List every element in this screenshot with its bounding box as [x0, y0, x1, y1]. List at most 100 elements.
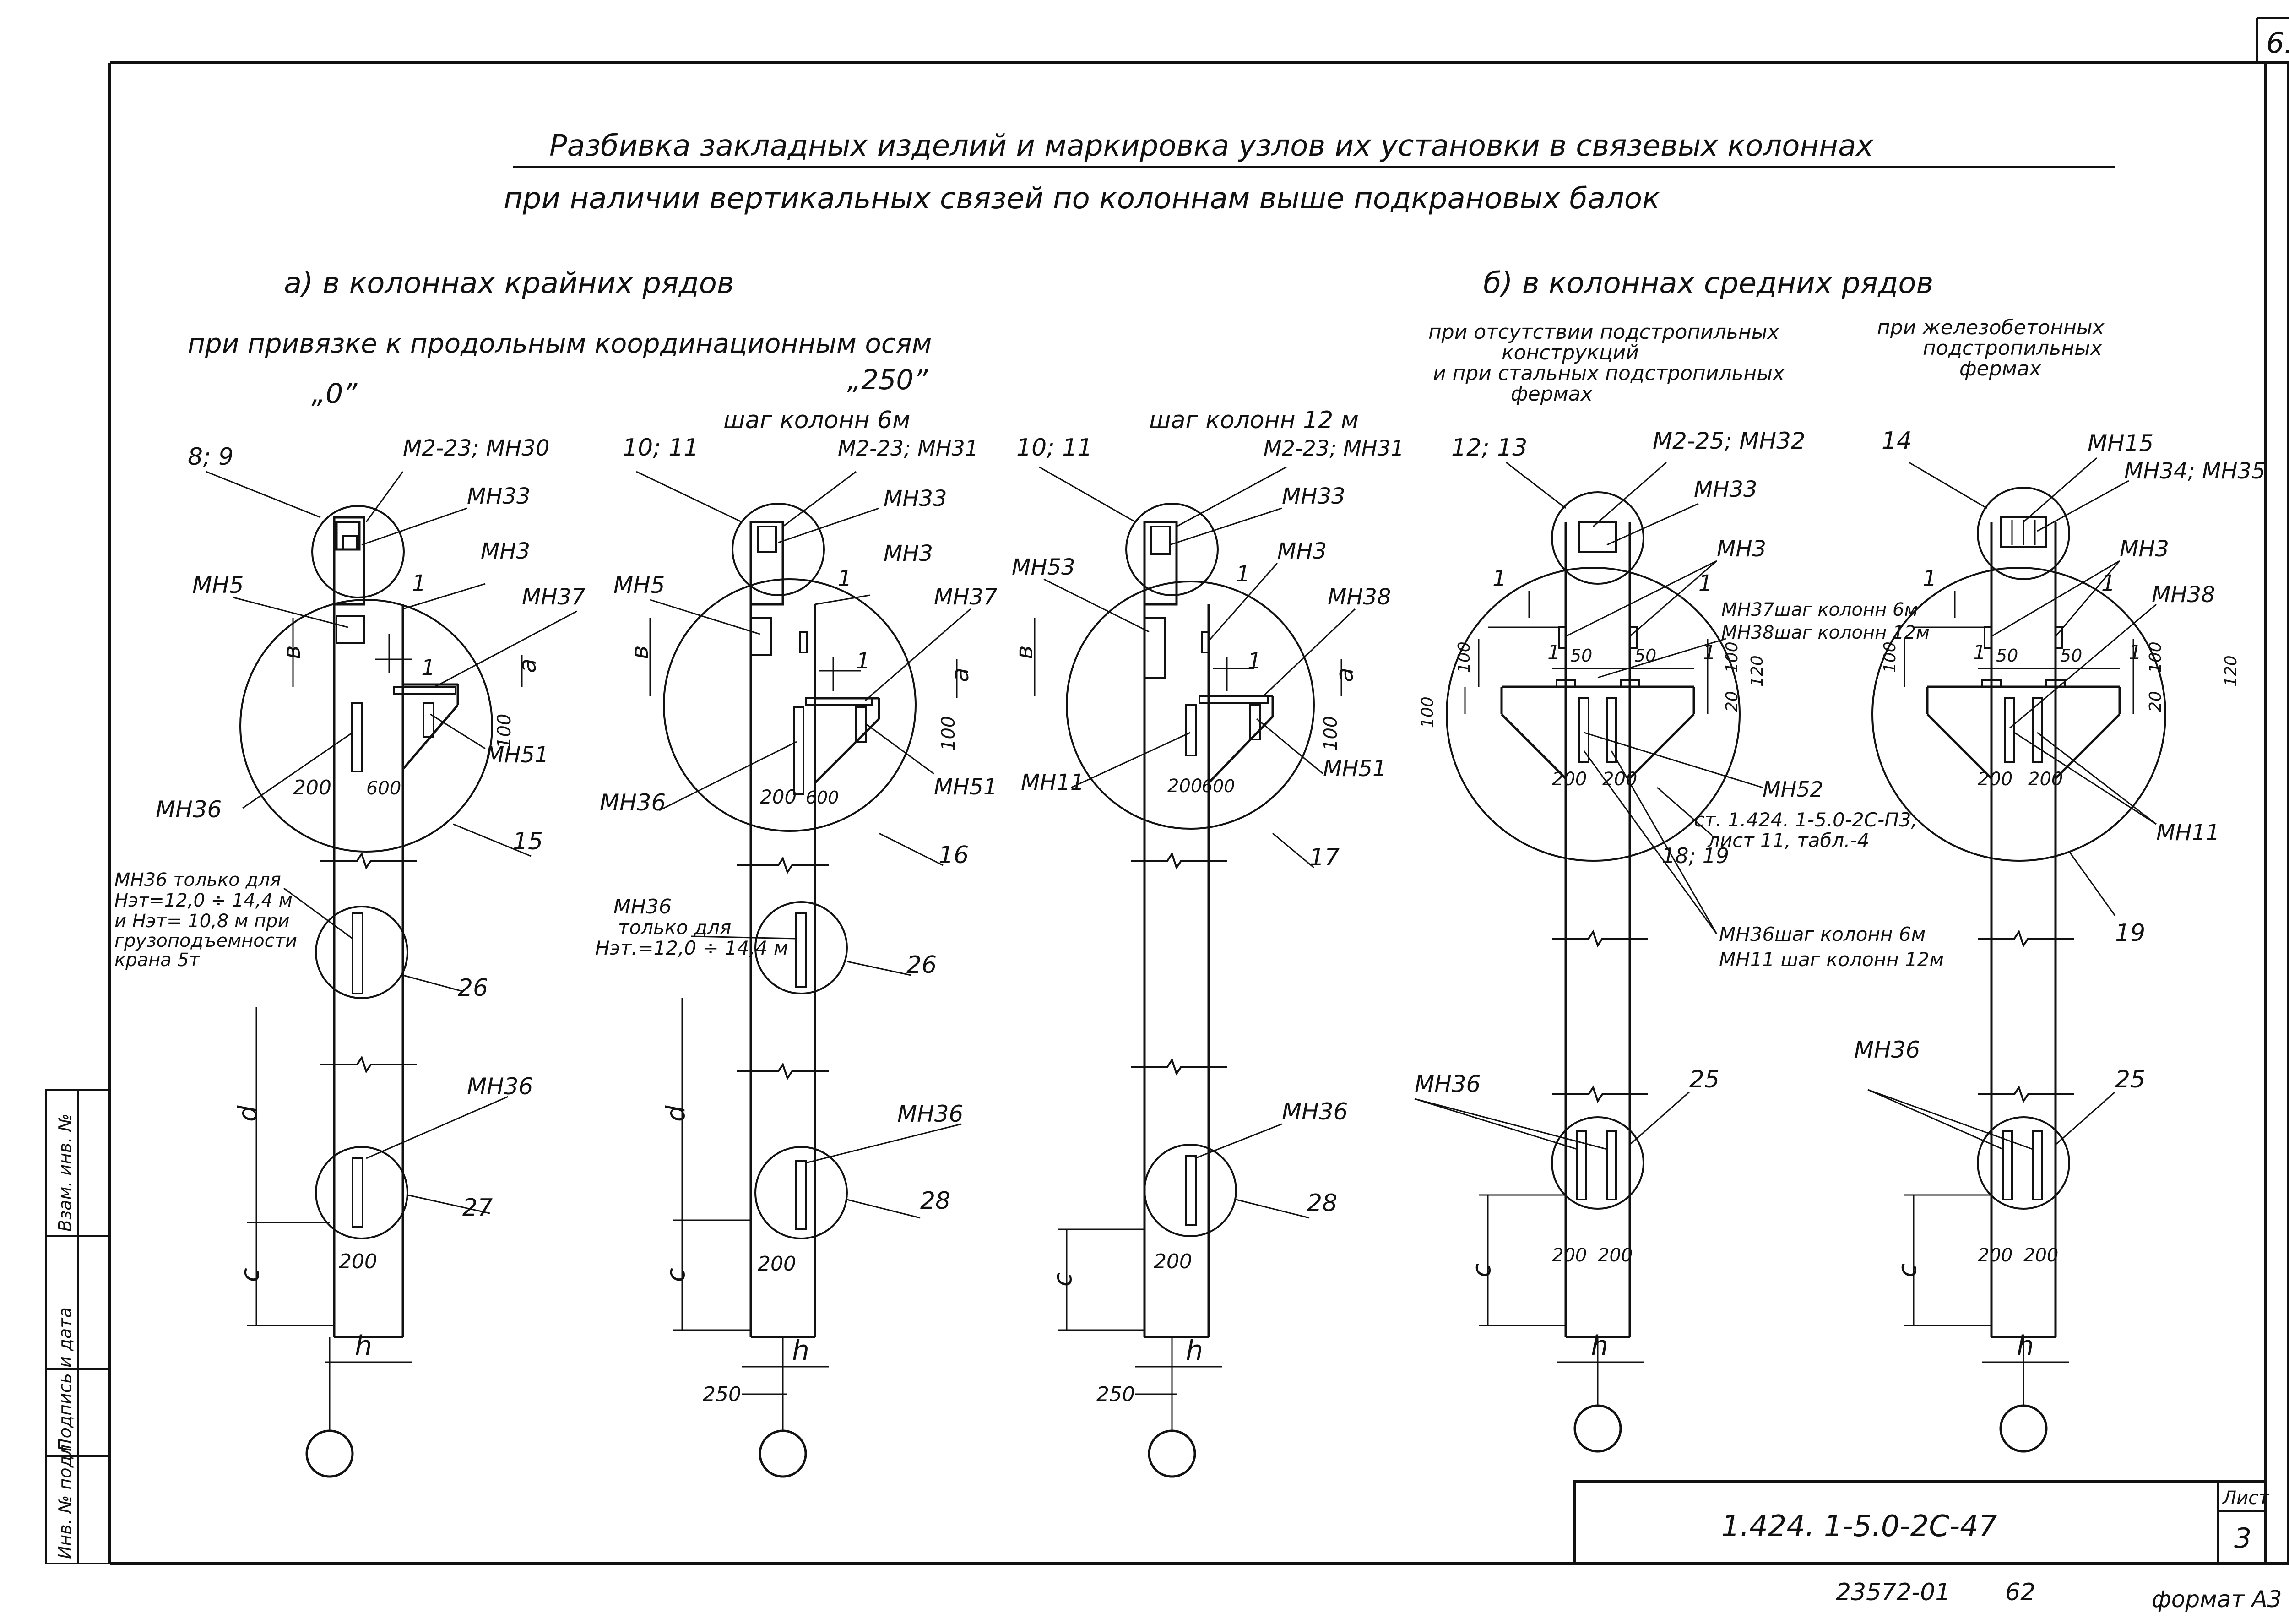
col5-mark-top: МН15 [2088, 430, 2153, 456]
col2-note-1: МН36 [613, 895, 672, 918]
col5-dim-200c: 200 [1978, 1245, 2012, 1266]
col3-dim-c: с [1048, 1272, 1078, 1287]
col5-one-c: 1 [1973, 641, 1986, 664]
col3-dim-200a: 200 [1167, 776, 1202, 797]
col1-dim-600: 600 [366, 778, 401, 799]
col2-dim-h: h [792, 1335, 809, 1367]
col4-mn36-low: МН36 [1415, 1071, 1481, 1097]
col4-node-25: 25 [1689, 1066, 1719, 1093]
col5-dim-20: 20 [2146, 691, 2165, 712]
column-2 [636, 471, 971, 1478]
col2-note-3: Нэт.=12,0 ÷ 14,4 м [595, 937, 788, 959]
col1-dim-200a: 200 [293, 776, 331, 799]
col4-ref-1: ст. 1.424. 1-5.0-2С-П3, [1694, 809, 1917, 831]
col4-dim-200d: 200 [1598, 1245, 1633, 1266]
section-b-sub-left-4: фермах [1511, 382, 1593, 406]
col4-one-d: 1 [1703, 641, 1716, 664]
stamp-podpis: Подпись и дата [55, 1307, 75, 1451]
title-line-2: при наличии вертикальных связей по колон… [504, 182, 1660, 216]
col4-one-b: 1 [1698, 570, 1713, 596]
col2-dim-a: а [947, 668, 974, 682]
col2-mn37: МН37 [934, 584, 998, 610]
section-b-sub-left-3: и при стальных подстропильных [1433, 362, 1785, 385]
col1-mn36: МН36 [156, 796, 222, 823]
col5-node-25: 25 [2115, 1066, 2145, 1093]
col4-dim-200a: 200 [1552, 769, 1587, 790]
col4-mn36-6: МН36шаг колонн 6м [1719, 923, 1926, 945]
section-b-sub-right-3: фермах [1959, 357, 2042, 380]
col2-dim-200a: 200 [760, 786, 797, 808]
col1-one-b: 1 [421, 655, 435, 681]
col2-dim-600: 600 [806, 788, 839, 808]
col5-one-b: 1 [2101, 570, 2115, 596]
col1-mn3: МН3 [481, 538, 530, 564]
col5-dim-200a: 200 [1978, 769, 2012, 790]
col1-mn37: МН37 [522, 584, 586, 610]
col5-dim-100a: 100 [1881, 641, 1899, 673]
col2-mn36: МН36 [600, 789, 666, 816]
col4-dim-100a: 100 [1455, 641, 1474, 673]
list-label: Лист [2222, 1488, 2270, 1509]
col2-node-top: 10; 11 [623, 434, 699, 462]
col1-dim-v: в [278, 645, 306, 659]
section-b-sub-right-1: при железобетонных [1877, 316, 2105, 339]
page-corner-number: 61 [2266, 26, 2289, 60]
title-block [1573, 1480, 2267, 1565]
col1-dim-d: d [233, 1105, 263, 1122]
col3-dim-a: а [1331, 668, 1359, 682]
col2-dim-v: в [626, 645, 654, 659]
section-b-sub-left-1: при отсутствии подстропильных [1428, 320, 1779, 344]
col5-dim-h: h [2017, 1330, 2034, 1362]
col5-mark-2: МН34; МН35 [2124, 458, 2266, 484]
section-a-heading: а) в колоннах крайних рядов [284, 266, 734, 300]
col5-dim-50b: 50 [2060, 646, 2082, 666]
col3-dim-v: в [1011, 645, 1038, 659]
col5-node-19: 19 [2115, 919, 2145, 947]
col1-dim-c: с [235, 1268, 265, 1282]
col4-mn33: МН33 [1694, 477, 1757, 502]
col1-note-4: грузоподъемности [114, 930, 297, 951]
column-4 [1414, 462, 1763, 1453]
col1-dim-200b: 200 [339, 1250, 377, 1273]
col2-mn36-low: МН36 [897, 1101, 963, 1127]
col2-dim-c: с [661, 1268, 691, 1282]
col2-dim-d: d [661, 1105, 691, 1122]
col1-dim-a: а [514, 658, 542, 673]
col1-note-2: Нэт=12,0 ÷ 14,4 м [114, 890, 293, 911]
col5-node-top: 14 [1882, 427, 1912, 455]
col3-mn36-low: МН36 [1282, 1098, 1348, 1125]
col3-dim-h: h [1186, 1335, 1203, 1367]
col4-dim-50b: 50 [1634, 646, 1656, 666]
col3-mn38: МН38 [1328, 584, 1391, 610]
col4-mn3: МН3 [1717, 536, 1766, 562]
col1-one: 1 [412, 570, 426, 596]
col4-dim-200b: 200 [1602, 769, 1637, 790]
col4-one-a: 1 [1492, 566, 1507, 592]
col5-one-a: 1 [1923, 566, 1937, 592]
col5-one-d: 1 [2129, 641, 2142, 664]
col4-dim-100b: 100 [1418, 696, 1437, 728]
col4-mn37: МН37шаг колонн 6м [1721, 599, 1918, 620]
col2-node-26: 26 [906, 951, 937, 979]
col1-note-3: и Нэт= 10,8 м при [114, 911, 289, 932]
col2-mn33: МН33 [884, 486, 947, 511]
column-3 [1034, 466, 1356, 1478]
col5-dim-c: с [1893, 1263, 1922, 1277]
col4-dim-h: h [1591, 1330, 1608, 1362]
step-6m-label: шаг колонн 6м [723, 407, 910, 434]
col4-mn11-12: МН11 шаг колонн 12м [1719, 948, 1944, 971]
col3-mn11: МН11 [1021, 770, 1085, 795]
axis-0-label: „0” [311, 378, 358, 410]
col1-node-26: 26 [458, 974, 488, 1002]
col2-mn51: МН51 [934, 774, 998, 800]
col4-dim-200c: 200 [1552, 1245, 1587, 1266]
section-a-subheading: при привязке к продольным координационны… [188, 328, 932, 359]
step-12m-label: шаг колонн 12 м [1149, 407, 1359, 434]
col3-dim-100: 100 [1320, 716, 1341, 751]
col3-node-top: 10; 11 [1016, 434, 1092, 462]
col4-dim-20: 20 [1723, 691, 1741, 712]
col5-dim-200d: 200 [2023, 1245, 2058, 1266]
list-number: 3 [2234, 1522, 2251, 1554]
col1-node-15: 15 [513, 828, 543, 855]
col4-node-18: 18; 19 [1662, 843, 1729, 868]
